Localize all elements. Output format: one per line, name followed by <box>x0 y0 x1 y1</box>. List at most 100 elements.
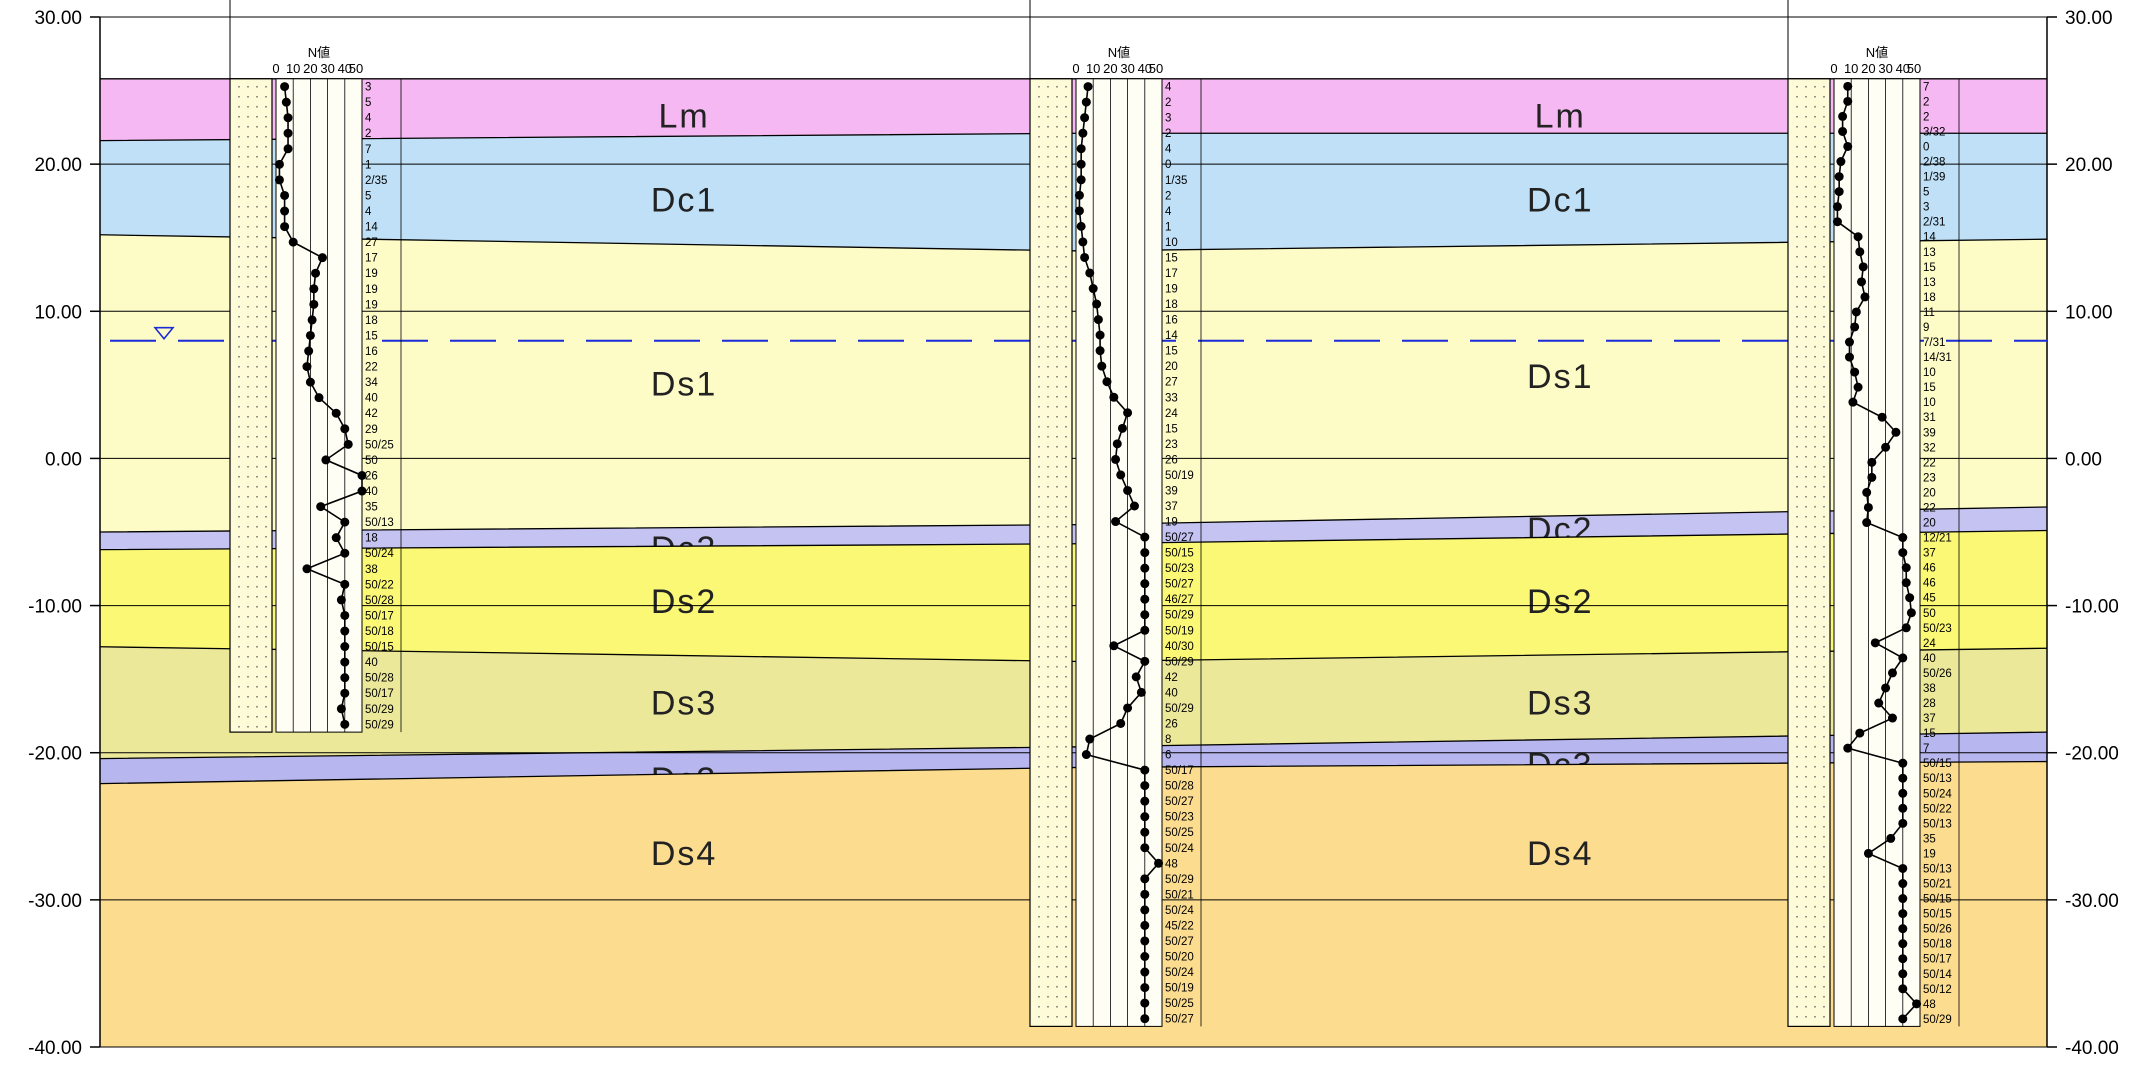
sand-dot <box>1823 175 1825 178</box>
sand-dot <box>1047 505 1049 508</box>
sand-dot <box>247 585 249 588</box>
sand-dot <box>1065 595 1067 598</box>
n-value-label: 0 <box>1165 159 1171 171</box>
n-value-point <box>336 595 346 605</box>
sand-dot <box>1805 165 1807 168</box>
sand-dot <box>1814 575 1816 578</box>
sand-dot <box>1814 135 1816 138</box>
n-value-label: 50 <box>365 455 378 467</box>
sand-dot <box>238 405 240 408</box>
sand-dot <box>1823 655 1825 658</box>
sand-dot <box>1056 625 1058 628</box>
sand-dot <box>238 315 240 318</box>
sand-dot <box>256 615 258 618</box>
sand-dot <box>1796 215 1798 218</box>
n-value-point <box>1123 703 1133 713</box>
sand-dot <box>256 655 258 658</box>
n-value-point <box>1853 382 1863 392</box>
sand-dot <box>1805 255 1807 258</box>
n-value-point <box>1898 803 1908 813</box>
sand-dot <box>1796 545 1798 548</box>
n-scale-label: 0 <box>1072 61 1079 76</box>
sand-dot <box>1047 215 1049 218</box>
sand-dot <box>1047 445 1049 448</box>
sand-dot <box>1065 845 1067 848</box>
sand-dot <box>1056 875 1058 878</box>
sand-dot <box>1047 925 1049 928</box>
sand-dot <box>1038 915 1040 918</box>
sand-dot <box>256 245 258 248</box>
sand-dot <box>1065 185 1067 188</box>
sand-dot <box>1056 955 1058 958</box>
sand-dot <box>1038 905 1040 908</box>
sand-dot <box>265 685 267 688</box>
n-value-label: 9 <box>1923 322 1929 334</box>
sand-dot <box>1065 485 1067 488</box>
sand-dot <box>1047 515 1049 518</box>
sand-dot <box>247 385 249 388</box>
n-value-label: 48 <box>1923 999 1936 1011</box>
sand-dot <box>1047 455 1049 458</box>
n-value-label: 5 <box>365 190 371 202</box>
sand-dot <box>1038 255 1040 258</box>
sand-dot <box>1047 815 1049 818</box>
n-value-point <box>1131 672 1141 682</box>
sand-dot <box>1814 415 1816 418</box>
sand-dot <box>265 515 267 518</box>
sand-dot <box>1047 835 1049 838</box>
n-value-label: 19 <box>1165 517 1178 529</box>
sand-dot <box>1047 855 1049 858</box>
n-value-label: 37 <box>1923 548 1936 560</box>
sand-dot <box>1796 635 1798 638</box>
sand-dot <box>1796 395 1798 398</box>
layer-label-ds3: Ds3 <box>651 685 717 723</box>
sand-dot <box>256 585 258 588</box>
sand-dot <box>1038 155 1040 158</box>
sand-dot <box>1056 115 1058 118</box>
n-value-label: 50/21 <box>1923 879 1952 891</box>
sand-dot <box>1047 435 1049 438</box>
n-value-point <box>1140 563 1150 573</box>
n-value-point <box>1898 653 1908 663</box>
sand-dot <box>238 355 240 358</box>
sand-dot <box>1047 965 1049 968</box>
sand-dot <box>1038 645 1040 648</box>
sand-dot <box>1796 775 1798 778</box>
sand-dot <box>265 385 267 388</box>
n-value-point <box>1076 159 1086 169</box>
sand-dot <box>1047 265 1049 268</box>
n-value-point <box>331 408 341 418</box>
n-scale-label: 50 <box>1907 61 1921 76</box>
sand-dot <box>1056 1005 1058 1008</box>
sand-dot <box>1823 305 1825 308</box>
sand-dot <box>1823 725 1825 728</box>
sand-dot <box>1065 625 1067 628</box>
sand-dot <box>1038 265 1040 268</box>
layer-label-ds4: Ds4 <box>1527 835 1593 873</box>
sand-dot <box>1065 265 1067 268</box>
sand-dot <box>1796 935 1798 938</box>
n-value-point <box>1898 894 1908 904</box>
n-value-label: 50/29 <box>365 704 394 716</box>
sand-dot <box>1814 255 1816 258</box>
sand-dot <box>1823 365 1825 368</box>
sand-dot <box>1038 525 1040 528</box>
n-value-label: 18 <box>1165 299 1178 311</box>
sand-dot <box>1814 655 1816 658</box>
sand-dot <box>256 285 258 288</box>
sand-dot <box>1038 805 1040 808</box>
sand-dot <box>1796 975 1798 978</box>
sand-dot <box>1056 335 1058 338</box>
sand-dot <box>256 175 258 178</box>
n-scale-label: 20 <box>1861 61 1875 76</box>
sand-dot <box>1038 95 1040 98</box>
sand-dot <box>1823 625 1825 628</box>
n-value-point <box>1898 909 1908 919</box>
n-value-graph <box>275 78 363 733</box>
sand-dot <box>1814 395 1816 398</box>
n-value-point <box>1140 874 1150 884</box>
n-value-point <box>1862 487 1872 497</box>
sand-dot <box>265 195 267 198</box>
sand-dot <box>256 255 258 258</box>
